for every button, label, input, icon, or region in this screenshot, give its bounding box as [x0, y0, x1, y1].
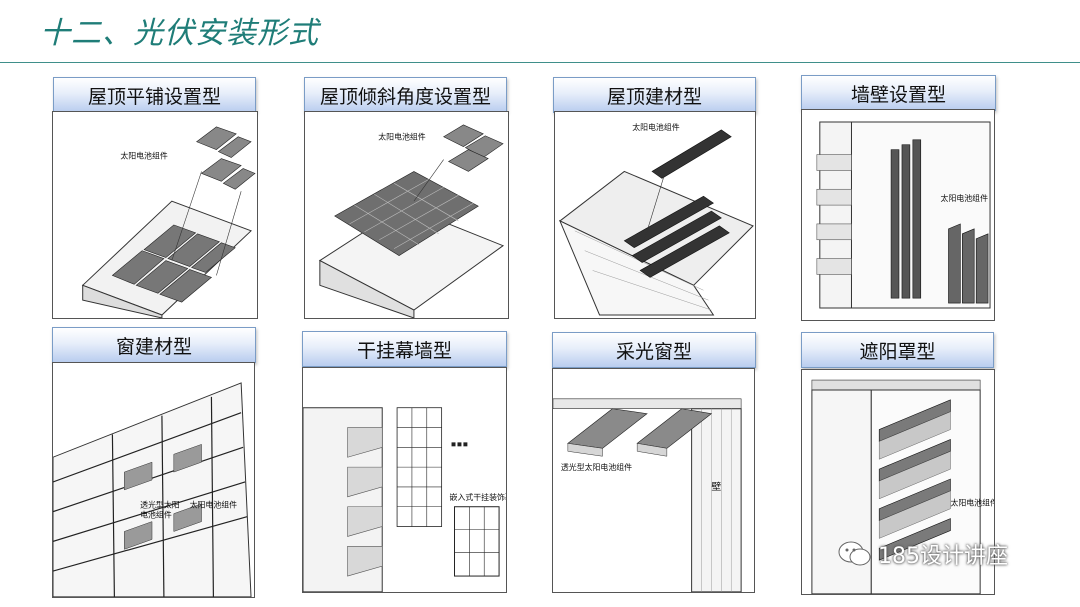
annotation-text: 太阳电池组件: [378, 132, 426, 142]
wall-mounted-illustration: 太阳电池组件: [801, 109, 995, 321]
annotation-text: 壁: [711, 480, 721, 493]
annotation-text: 太阳电池组件: [941, 193, 989, 203]
skylight-illustration: 透光型太阳电池组件 壁: [552, 368, 755, 593]
roof-material-illustration: 太阳电池组件: [554, 111, 756, 319]
card-label: 干挂幕墙型: [302, 331, 507, 367]
card-label: 墙壁设置型: [801, 75, 996, 111]
card-label: 屋顶建材型: [553, 77, 756, 113]
annotation-text: 太阳电池组件: [950, 498, 994, 508]
annotation-text: 电池组件: [140, 510, 172, 520]
card-label: 屋顶平铺设置型: [53, 77, 256, 113]
watermark: 185设计讲座: [838, 538, 1008, 570]
annotation-text: 太阳电池组件: [632, 122, 680, 132]
roof-flat-illustration: 太阳电池组件: [52, 111, 258, 319]
window-material-illustration: 透光型太阳 电池组件 太阳电池组件: [52, 362, 255, 598]
annotation-text: 嵌入式干挂装饰幕墙: [450, 492, 506, 502]
page-title: 十二、光伏安装形式: [40, 8, 319, 52]
wechat-icon: [838, 540, 872, 568]
watermark-text: 185设计讲座: [878, 538, 1008, 570]
card-label: 遮阳罩型: [801, 332, 994, 368]
card-label: 窗建材型: [52, 327, 256, 363]
curtain-wall-illustration: 嵌入式干挂装饰幕墙: [302, 367, 507, 593]
annotation-text: 透光型太阳: [140, 500, 180, 510]
title-divider: [0, 62, 1080, 63]
roof-tilted-illustration: 太阳电池组件: [304, 111, 509, 319]
annotation-text: 太阳电池组件: [190, 500, 238, 510]
card-label: 屋顶倾斜角度设置型: [304, 77, 507, 113]
annotation-text: 太阳电池组件: [120, 151, 168, 161]
annotation-text: 透光型太阳电池组件: [561, 462, 632, 472]
card-label: 采光窗型: [552, 332, 756, 368]
